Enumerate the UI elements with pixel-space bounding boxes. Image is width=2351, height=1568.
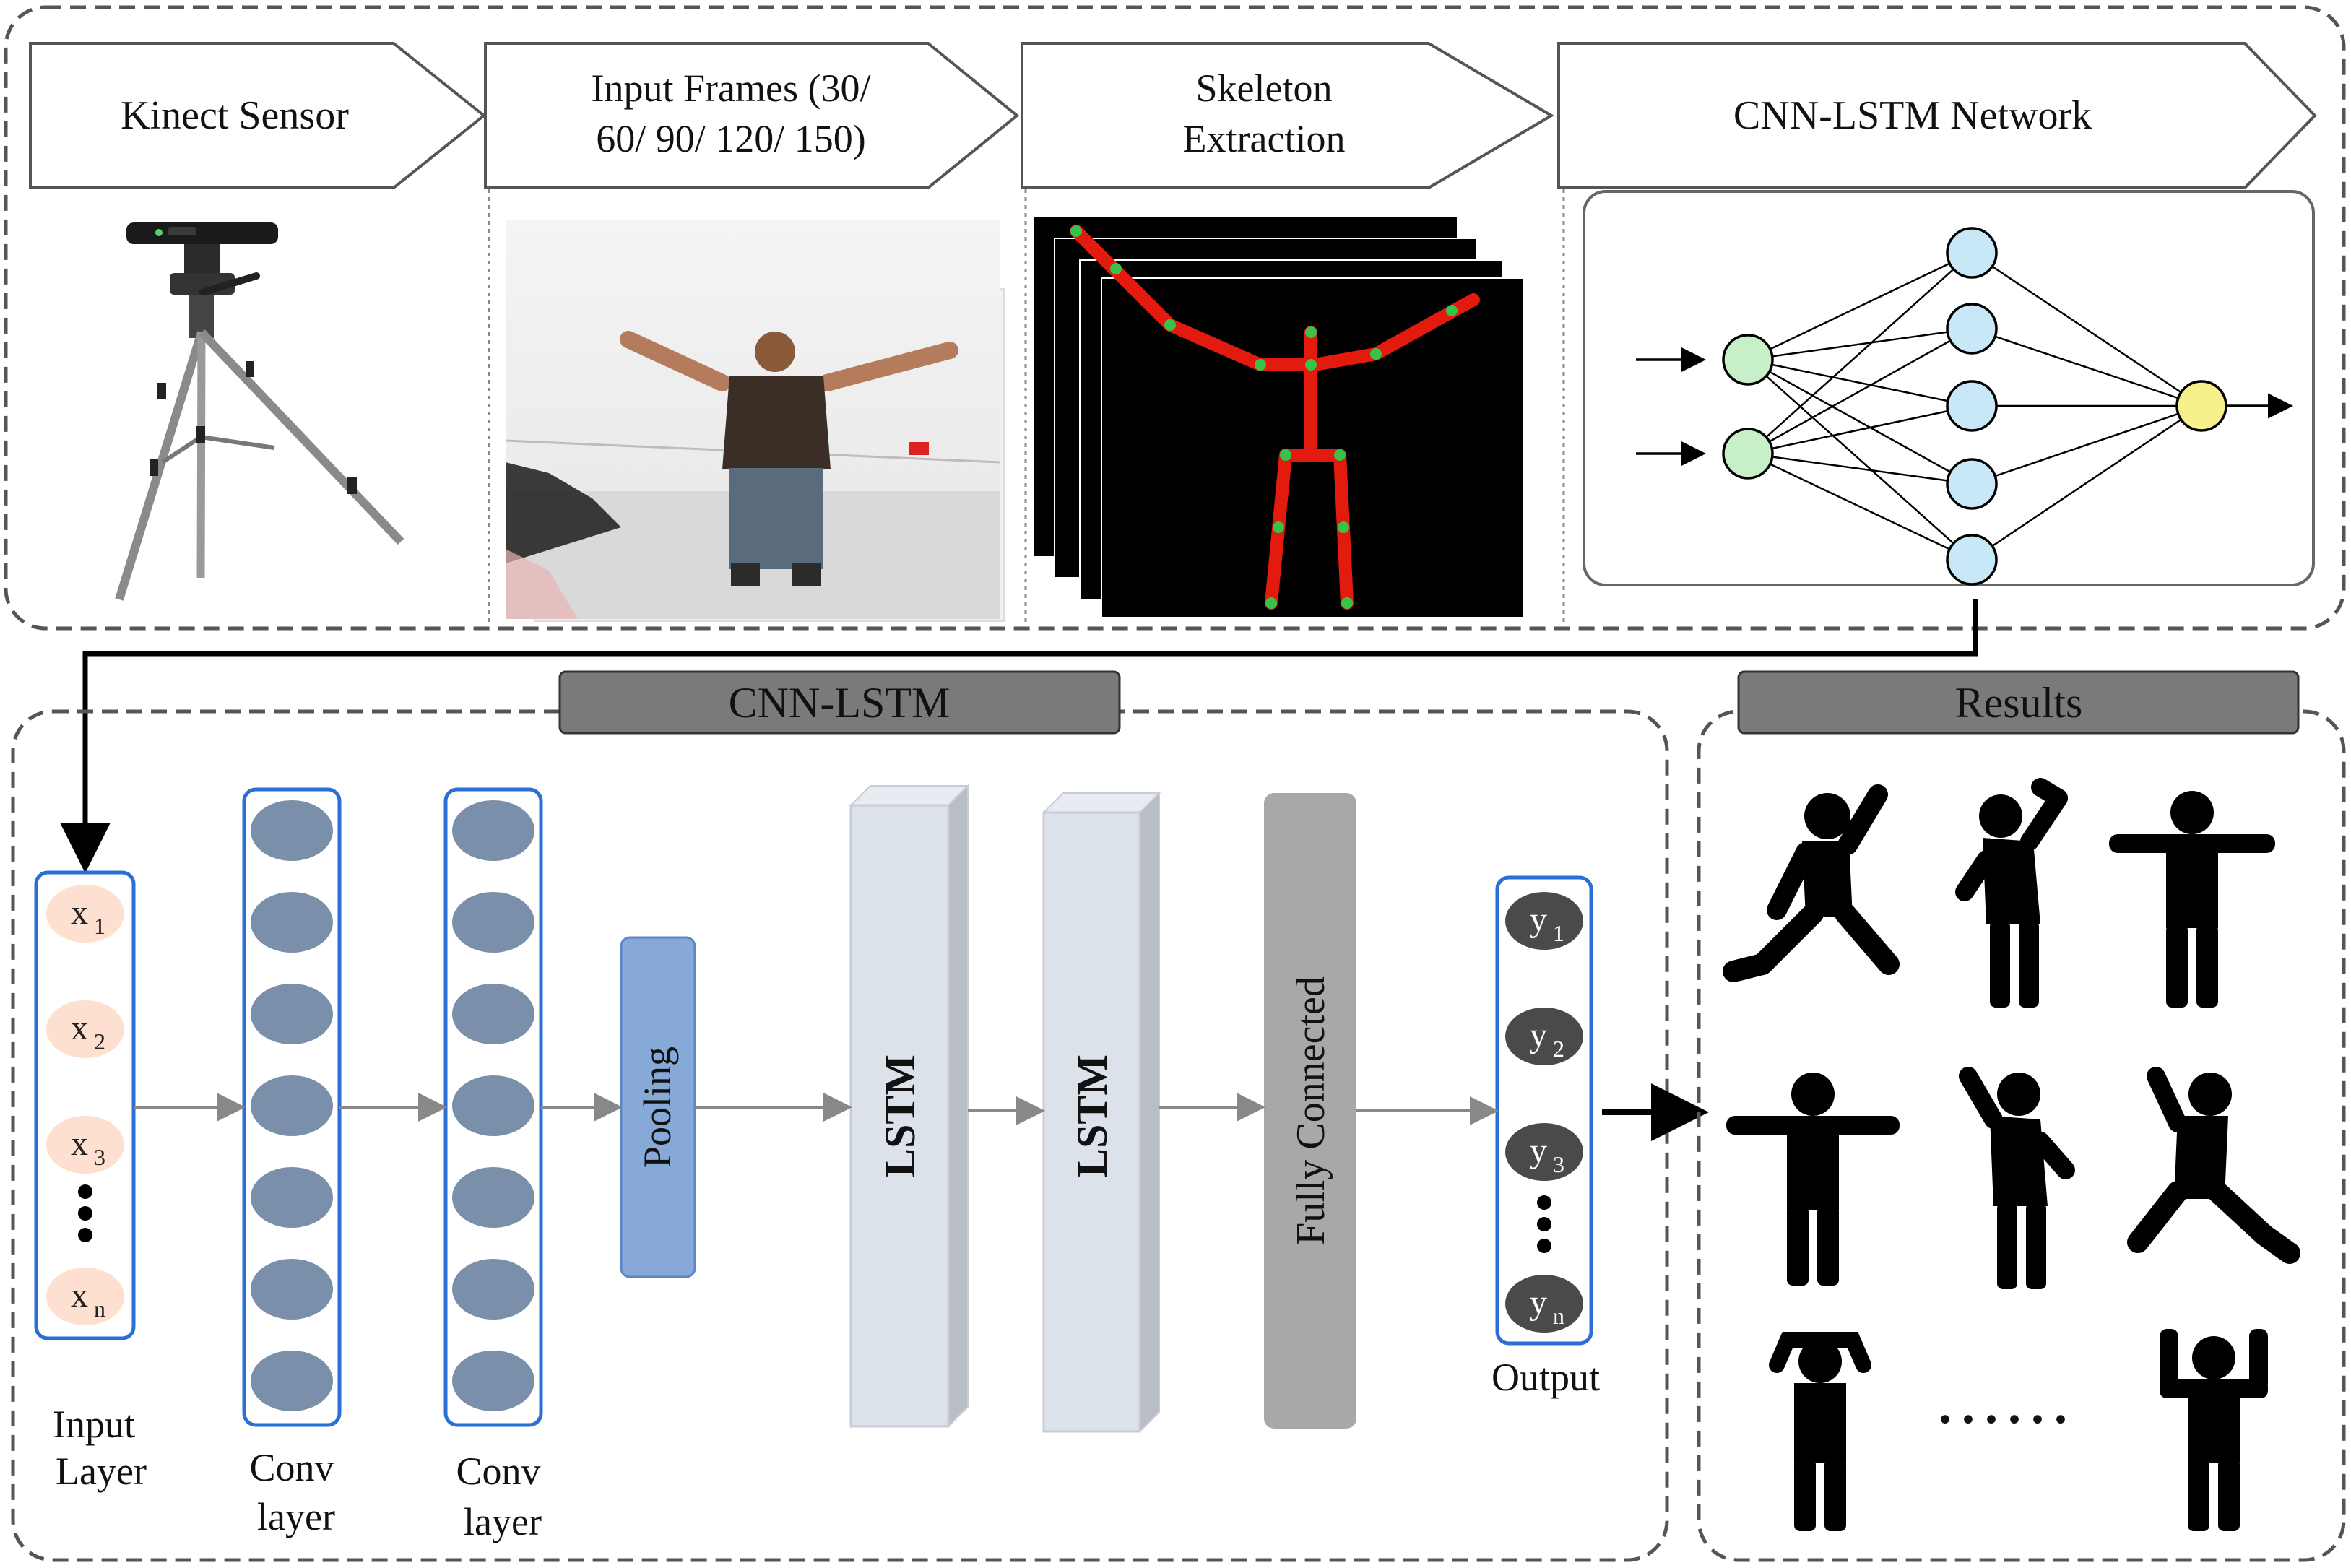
results-title: Results [1955,679,2083,727]
input-node-label-4: x [71,1276,88,1314]
action-icon-7 [1769,1332,1871,1531]
skeleton-frames-image [1034,217,1525,618]
output-node-subscript-2: 2 [1553,1036,1564,1062]
results-header: Results [1737,670,2300,735]
conv2-node-2 [452,892,534,953]
action-icon-1 [1723,784,1900,982]
output-node-subscript-1: 1 [1553,920,1564,946]
connector-arrow [60,599,1978,873]
conv2-node-4 [452,1075,534,1136]
conv-layer-1-label-2: layer [257,1495,335,1538]
step-cnn-lstm-network-label: CNN-LSTM Network [1733,93,2092,138]
input-node-label-3: x [71,1125,88,1163]
nn-input-node-2 [1722,428,1774,480]
output-node-label-2: y [1530,1016,1547,1054]
conv-layer-1: Conv layer [242,787,342,1538]
output-node-label-4: y [1530,1283,1547,1322]
action-icon-2 [1955,778,2068,1008]
input-node-subscript-2: 2 [94,1028,105,1054]
pooling-layer: Pooling [620,936,696,1278]
nn-hidden-node-4 [1946,458,1998,510]
conv-layer-2-label-1: Conv [456,1450,540,1493]
nn-output-node [2175,380,2227,432]
conv1-node-6 [251,1259,333,1320]
conv2-node-5 [452,1167,534,1228]
conv2-node-3 [452,984,534,1044]
pooling-label: Pooling [636,1047,679,1168]
input-node-subscript-4: n [94,1296,105,1322]
input-node-subscript-1: 1 [94,913,105,939]
neural-network-image [1583,190,2315,586]
step-input-frames-line2: 60/ 90/ 120/ 150) [596,117,866,160]
action-icon-4 [1726,1073,1900,1286]
conv1-node-4 [251,1075,333,1136]
pipeline-panel [4,5,2346,631]
conv2-node-1 [452,800,534,861]
input-node-3 [46,1116,124,1174]
cnn-lstm-header: CNN-LSTM [558,670,1121,735]
output-node-subscript-3: 3 [1553,1151,1564,1177]
input-frames-image [505,220,1005,622]
step-skeleton-line1: Skeleton [1196,66,1333,110]
output-node-2 [1505,1008,1583,1065]
nn-hidden-node-1 [1946,227,1998,279]
lstm-layer-2: LSTM [1042,791,1161,1434]
step-input-frames: Input Frames (30/ 60/ 90/ 120/ 150) [484,42,1020,189]
step-skeleton-extraction: Skeleton Extraction [1021,42,1554,189]
output-node-4 [1505,1275,1583,1333]
output-node-label-3: y [1530,1132,1547,1170]
action-icon-6 [2127,1067,2300,1264]
input-node-4 [46,1268,124,1325]
lstm-1-label: LSTM [876,1054,924,1177]
nn-input-node-1 [1722,334,1774,386]
input-node-subscript-3: 3 [94,1144,105,1170]
fully-connected-label: Fully Connected [1289,976,1333,1245]
step-input-frames-line1: Input Frames (30/ [592,66,871,110]
input-node-label-2: x [71,1009,88,1047]
fully-connected-layer: Fully Connected [1264,793,1356,1429]
step-kinect-sensor: Kinect Sensor [29,42,487,189]
nn-hidden-node-3 [1946,380,1998,432]
conv-layer-2-label-2: layer [464,1500,542,1543]
action-icon-8 [2160,1329,2268,1531]
step-cnn-lstm-network: CNN-LSTM Network [1557,42,2317,189]
conv1-node-1 [251,800,333,861]
input-layer-label-2: Layer [56,1450,147,1493]
action-icon-5 [1959,1067,2075,1289]
nn-hidden-node-2 [1946,303,1998,355]
step-kinect-label: Kinect Sensor [121,93,349,138]
conv-layer-2: Conv layer [443,787,543,1543]
conv-layer-1-label-1: Conv [249,1446,334,1489]
results-ellipsis: ...... [1939,1377,2077,1434]
cnn-lstm-title: CNN-LSTM [729,679,951,727]
lstm-2-label: LSTM [1068,1054,1116,1177]
action-icon-3 [2109,791,2275,1008]
conv2-node-7 [452,1351,534,1411]
conv1-node-2 [251,892,333,953]
input-layer-label-1: Input [53,1403,135,1446]
kinect-tripod-image [115,222,404,601]
output-node-1 [1505,892,1583,950]
output-node-3 [1505,1123,1583,1181]
step-skeleton-line2: Extraction [1183,117,1346,160]
lstm-layer-1: LSTM [849,784,970,1429]
input-node-1 [46,885,124,943]
conv1-node-3 [251,984,333,1044]
results-pictograms: ...... [1723,778,2300,1531]
input-node-2 [46,1000,124,1058]
input-node-label-1: x [71,893,88,932]
output-node-label-1: y [1530,901,1547,939]
flow-arrows [134,1093,1499,1125]
output-label: Output [1491,1356,1600,1399]
conv2-node-6 [452,1259,534,1320]
nn-hidden-node-5 [1946,534,1998,586]
conv1-node-5 [251,1167,333,1228]
output-node-subscript-4: n [1553,1303,1564,1329]
conv1-node-7 [251,1351,333,1411]
